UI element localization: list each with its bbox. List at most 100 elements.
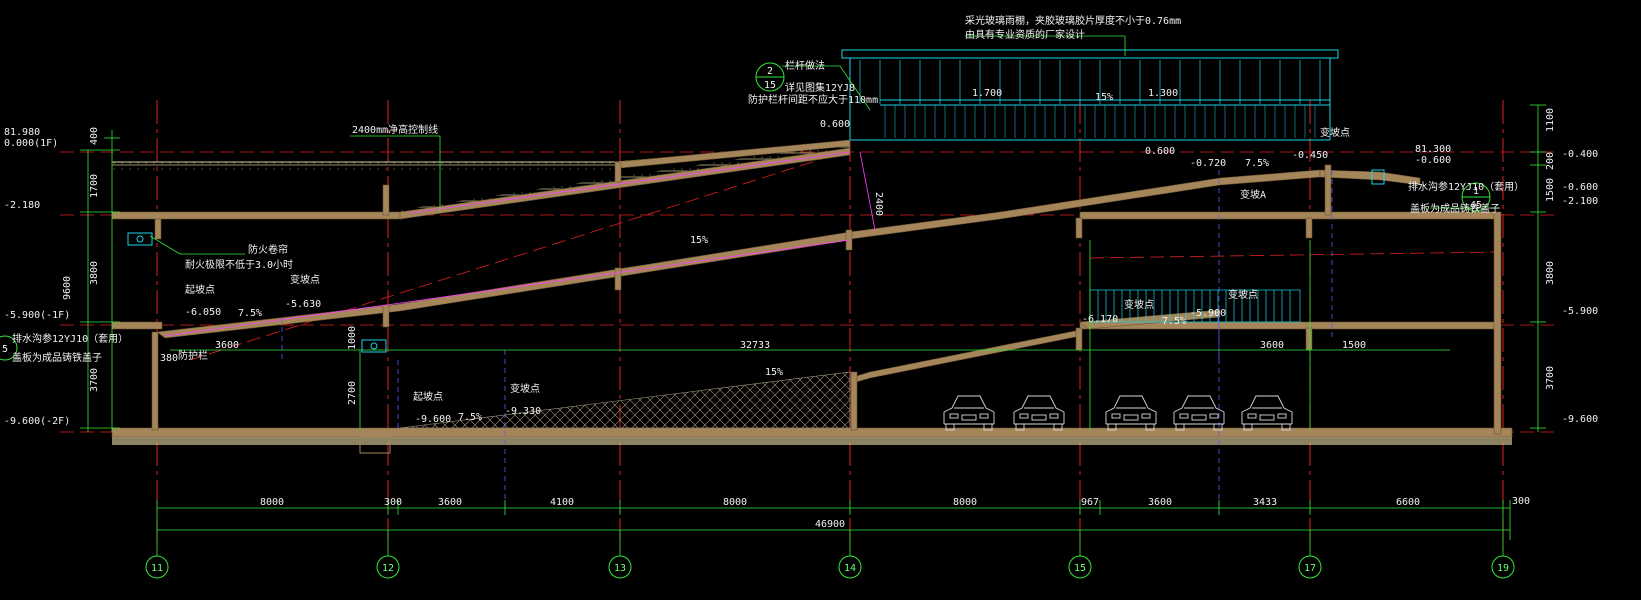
bottom-dim-3600a: 3600 (438, 497, 462, 508)
left-dim-400: 400 (89, 127, 100, 145)
change-point-lines (281, 170, 1333, 515)
axis-bubble-19 (1491, 555, 1515, 579)
callout-left-num: 5 (2, 344, 8, 355)
right-dim-3800: 3800 (1545, 261, 1556, 285)
axis-label-14: 14 (844, 563, 856, 574)
label-change-5: 变坡点 (1320, 126, 1350, 139)
level-ramp-m5900: -5.900 (1190, 308, 1226, 319)
left-dim-380: 380 (160, 353, 178, 364)
level-left-1f: 0.000(1F) (4, 138, 58, 149)
note-drain-left-2: 盖板为成品铸铁盖子 (12, 351, 102, 364)
slope-s7: 15% (1095, 92, 1113, 103)
inner-dim-32733: 32733 (740, 340, 770, 351)
left-dim-1000: 1000 (347, 326, 358, 350)
slope-s3: 7.5% (238, 308, 262, 319)
level-ramp-m9330: -9.330 (505, 406, 541, 417)
glass-canopy (841, 49, 1339, 141)
bottom-dim-total: 46900 (815, 519, 845, 530)
label-change-3: 变坡点 (1124, 298, 1154, 311)
right-dim-1500: 1500 (1545, 178, 1556, 202)
slope-s5: 7.5% (1162, 316, 1186, 327)
left-dimension-chain (80, 130, 120, 432)
note-drain-right: 排水沟参12YJ10（套用） (1408, 180, 1524, 193)
bottom-dim-8000b: 8000 (723, 497, 747, 508)
detail-callouts (0, 62, 1491, 361)
bottom-dim-8000c: 8000 (953, 497, 977, 508)
axis-bubble-13 (608, 555, 632, 579)
note-railing-1: 栏杆做法 (785, 59, 825, 72)
bottom-dim-6600: 6600 (1396, 497, 1420, 508)
bottom-dim-3433: 3433 (1253, 497, 1277, 508)
level-ramp-0600a: 0.600 (820, 119, 850, 130)
bottom-dim-8000a: 8000 (260, 497, 284, 508)
note-railing-2: 详见图集12YJ8 (785, 81, 855, 94)
axis-bubble-15 (1068, 555, 1092, 579)
level-right-m0400: -0.400 (1562, 149, 1598, 160)
car-5 (1241, 395, 1293, 431)
left-dim-2700: 2700 (347, 381, 358, 405)
note-canopy-1: 采光玻璃雨棚，夹胶玻璃胶片厚度不小于0.76mm (965, 14, 1181, 27)
b1-guardrail (1089, 289, 1301, 323)
grid-axis-labels: 11 12 13 14 15 17 19 (151, 563, 1509, 574)
left-dim-3800: 3800 (89, 261, 100, 285)
axis-label-11: 11 (151, 563, 163, 574)
level-right-top: 81.300 (1415, 144, 1451, 155)
axis-bubble-12 (376, 555, 400, 579)
level-ramp-m0720: -0.720 (1190, 158, 1226, 169)
label-start-2: 起坡点 (413, 390, 443, 403)
right-dim-3700: 3700 (1545, 366, 1556, 390)
bottom-dim-967: 967 (1081, 497, 1099, 508)
level-right-m0600: -0.600 (1415, 155, 1451, 166)
level-left-m2180: -2.180 (4, 200, 40, 211)
inner-dim-3600a: 3600 (215, 340, 239, 351)
car-1 (943, 395, 995, 431)
label-change-1: 变坡点 (290, 273, 320, 286)
cars (943, 395, 1293, 431)
right-dimension-chain (1530, 104, 1546, 432)
note-control-line: 2400mm净高控制线 (352, 123, 438, 136)
note-fire-1: 防火卷帘 (248, 243, 288, 256)
label-start-1: 起坡点 (185, 283, 215, 296)
axis-label-12: 12 (382, 563, 394, 574)
car-2 (1013, 395, 1065, 431)
note-canopy-2: 由具有专业资质的厂家设计 (965, 28, 1085, 41)
level-left-top: 81.980 (4, 127, 40, 138)
note-transition-a: 变坡A (1240, 188, 1266, 201)
inner-dim-1500: 1500 (1342, 340, 1366, 351)
level-canopy-1300: 1.300 (1148, 88, 1178, 99)
car-3 (1105, 395, 1157, 431)
level-right-m5900: -5.900 (1562, 306, 1598, 317)
bottom-dim-3600b: 3600 (1148, 497, 1172, 508)
callout-right-num: 1 (1473, 186, 1479, 197)
axis-label-15: 15 (1074, 563, 1086, 574)
level-ramp-m9600: -9.600 (415, 414, 451, 425)
dim-helpers (170, 240, 1450, 430)
level-left-b2: -9.600(-2F) (4, 416, 70, 427)
callout-top-sheet: 15 (764, 80, 776, 91)
ramp-fill-hatch (399, 371, 851, 429)
label-change-2: 变坡点 (510, 382, 540, 395)
axis-bubble-11 (145, 555, 169, 579)
level-right-m9600: -9.600 (1562, 414, 1598, 425)
level-ramp-0600b: 0.600 (1145, 146, 1175, 157)
clearance-line (164, 151, 876, 337)
slope-s1: 15% (690, 235, 708, 246)
level-canopy-1700: 1.700 (972, 88, 1002, 99)
callout-right-sheet: 45 (1470, 200, 1482, 211)
right-dim-1100: 1100 (1545, 108, 1556, 132)
callout-top-num: 2 (767, 66, 773, 77)
slope-s2: 15% (765, 367, 783, 378)
left-dim-9600: 9600 (62, 276, 73, 300)
axis-label-19: 19 (1497, 563, 1509, 574)
note-clearance: 2400 (873, 192, 884, 216)
slope-s6: 7.5% (1245, 158, 1269, 169)
slope-s4: 7.5% (458, 412, 482, 423)
bottom-dim-4100: 4100 (550, 497, 574, 508)
level-ramp-m5630: -5.630 (285, 299, 321, 310)
axis-label-13: 13 (614, 563, 626, 574)
note-railing-3: 防护栏杆间距不应大于110mm (748, 93, 878, 106)
note-drain-left: 排水沟参12YJ10（套用） (12, 332, 128, 345)
level-left-b1: -5.900(-1F) (4, 310, 70, 321)
level-ramp-m6170: -6.170 (1082, 314, 1118, 325)
